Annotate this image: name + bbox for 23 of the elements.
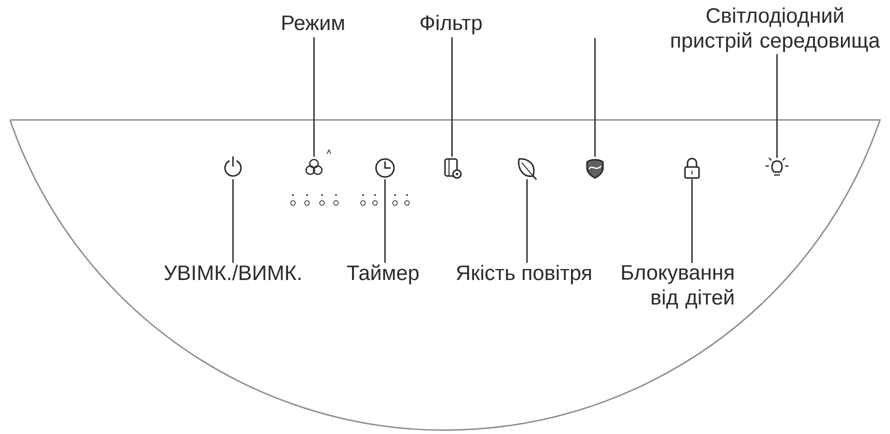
filter-icon <box>444 158 462 179</box>
callout-label: Фільтр <box>420 14 482 34</box>
clock-icon <box>375 158 395 178</box>
callout-label: УВІМК./ВИМК. <box>164 264 300 280</box>
leader-line <box>691 179 693 263</box>
callout-label: Блокування від дітей <box>622 265 734 309</box>
leader-line <box>594 38 596 157</box>
leader-line <box>776 54 778 157</box>
leader-line <box>526 179 528 263</box>
leaf-icon <box>518 158 537 180</box>
lock-icon <box>684 158 700 179</box>
callout-label: Світлодіодний пристрій середовища <box>671 7 880 52</box>
leader-line <box>232 179 234 263</box>
fan-icon <box>305 158 323 175</box>
power-icon <box>224 156 242 177</box>
light-bulb-icon <box>765 154 789 176</box>
callout-label: Якість повітря <box>456 264 591 284</box>
leader-line <box>451 37 453 157</box>
callout-label: Таймер <box>347 264 419 284</box>
callout-label: Режим <box>282 16 344 30</box>
shield-icon <box>586 158 604 179</box>
leader-line <box>313 37 315 157</box>
leader-line <box>384 179 386 263</box>
